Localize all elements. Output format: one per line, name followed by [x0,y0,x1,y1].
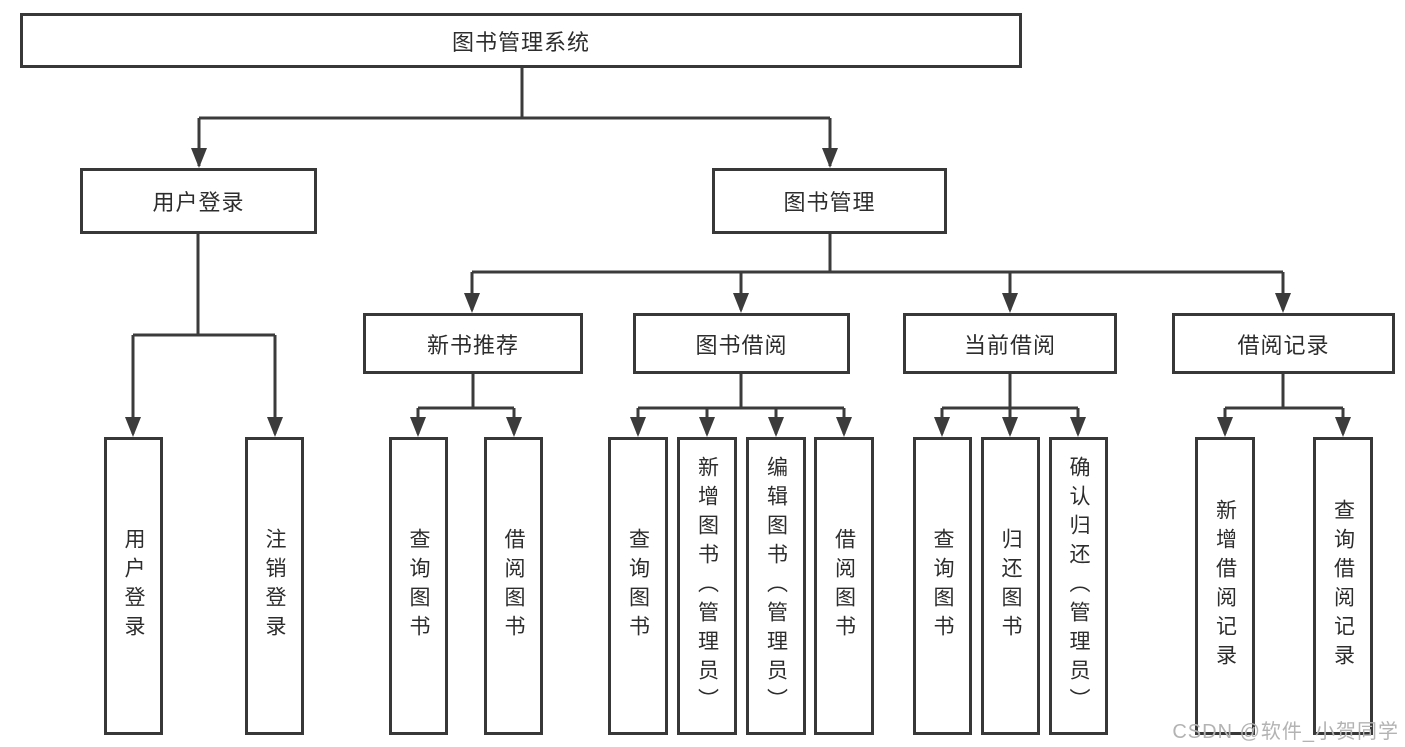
node-borrowing-records: 借阅记录 [1172,313,1395,374]
node-user-login: 用户登录 [80,168,317,234]
leaf-edit-books-admin: 编辑图书（管理员） [746,437,806,735]
leaf-query-borrow-record: 查询借阅记录 [1313,437,1373,735]
leaf-borrow-books: 借阅图书 [814,437,874,735]
csdn-watermark: CSDN @软件_小贺同学 [1172,721,1399,743]
leaf-borrow-books-recommend: 借阅图书 [484,437,543,735]
leaf-add-borrow-record: 新增借阅记录 [1195,437,1255,735]
leaf-user-login: 用户登录 [104,437,163,735]
leaf-add-books-admin: 新增图书（管理员） [677,437,737,735]
node-library-management-system: 图书管理系统 [20,13,1022,68]
node-book-borrowing: 图书借阅 [633,313,850,374]
arrowhead-icons [125,148,1351,437]
node-book-management: 图书管理 [712,168,947,234]
node-new-book-recommendation: 新书推荐 [363,313,583,374]
leaf-query-books-recommend: 查询图书 [389,437,448,735]
leaf-confirm-return-admin: 确认归还（管理员） [1049,437,1108,735]
leaf-logout-login: 注销登录 [245,437,304,735]
node-current-borrowing: 当前借阅 [903,313,1117,374]
leaf-query-books-current: 查询图书 [913,437,972,735]
leaf-query-books-borrow: 查询图书 [608,437,668,735]
leaf-return-books: 归还图书 [981,437,1040,735]
